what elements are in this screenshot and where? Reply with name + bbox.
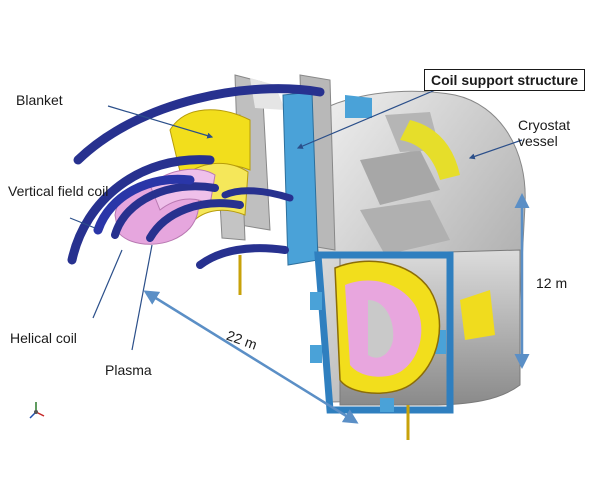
blanket-shell	[169, 109, 441, 394]
label-helical-coil: Helical coil	[10, 330, 77, 346]
label-vertical-field-coil: Vertical field coil	[8, 183, 109, 199]
label-cryostat-line1: Cryostat	[518, 117, 571, 133]
helical-coils	[67, 84, 325, 269]
label-height-12m: 12 m	[536, 275, 568, 291]
axis-triad-icon	[29, 402, 45, 419]
label-plasma: Plasma	[105, 362, 152, 378]
label-coil-support-structure: Coil support structure	[424, 69, 586, 92]
width-dimension-arrow	[143, 290, 359, 424]
label-blanket: Blanket	[16, 92, 63, 108]
label-cryostat-line2: vessel	[518, 133, 558, 150]
label-leaders	[69, 87, 523, 351]
label-cryostat-vessel: Cryostat vessel	[518, 117, 570, 149]
dimension-arrows	[143, 193, 530, 424]
support-legs	[238, 255, 410, 440]
